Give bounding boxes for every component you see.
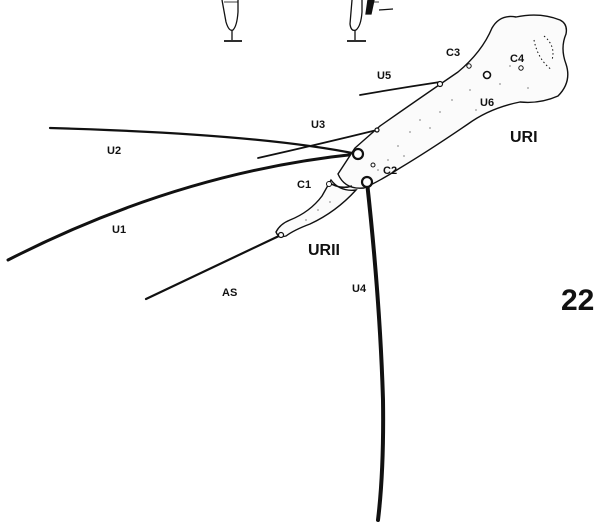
seta-u3 bbox=[257, 129, 378, 159]
seta-u1 bbox=[6, 152, 359, 262]
seta-u2 bbox=[48, 126, 359, 156]
segment-uri-body bbox=[337, 14, 569, 189]
label-c3: C3 bbox=[446, 47, 460, 59]
figure-number: 22 bbox=[561, 284, 594, 317]
seta-as bbox=[144, 233, 283, 301]
upper-appendage-right bbox=[347, 0, 394, 42]
campaniform-sensilla bbox=[326, 63, 524, 187]
label-as: AS bbox=[222, 287, 237, 299]
label-u4: U4 bbox=[352, 283, 367, 295]
label-u6: U6 bbox=[480, 97, 494, 109]
label-urii: URII bbox=[308, 242, 340, 259]
label-u5: U5 bbox=[377, 70, 391, 82]
label-c1: C1 bbox=[297, 179, 311, 191]
label-c2: C2 bbox=[383, 165, 397, 177]
upper-appendage-left bbox=[221, 0, 242, 42]
label-u3: U3 bbox=[311, 119, 325, 131]
label-u2: U2 bbox=[107, 145, 121, 157]
label-uri: URI bbox=[510, 129, 538, 146]
seta-u4 bbox=[365, 180, 386, 522]
seta-sockets bbox=[277, 70, 492, 239]
label-c4: C4 bbox=[510, 53, 525, 65]
segment-urii-body bbox=[275, 178, 358, 238]
seta-u5 bbox=[359, 81, 441, 96]
label-u1: U1 bbox=[112, 224, 126, 236]
